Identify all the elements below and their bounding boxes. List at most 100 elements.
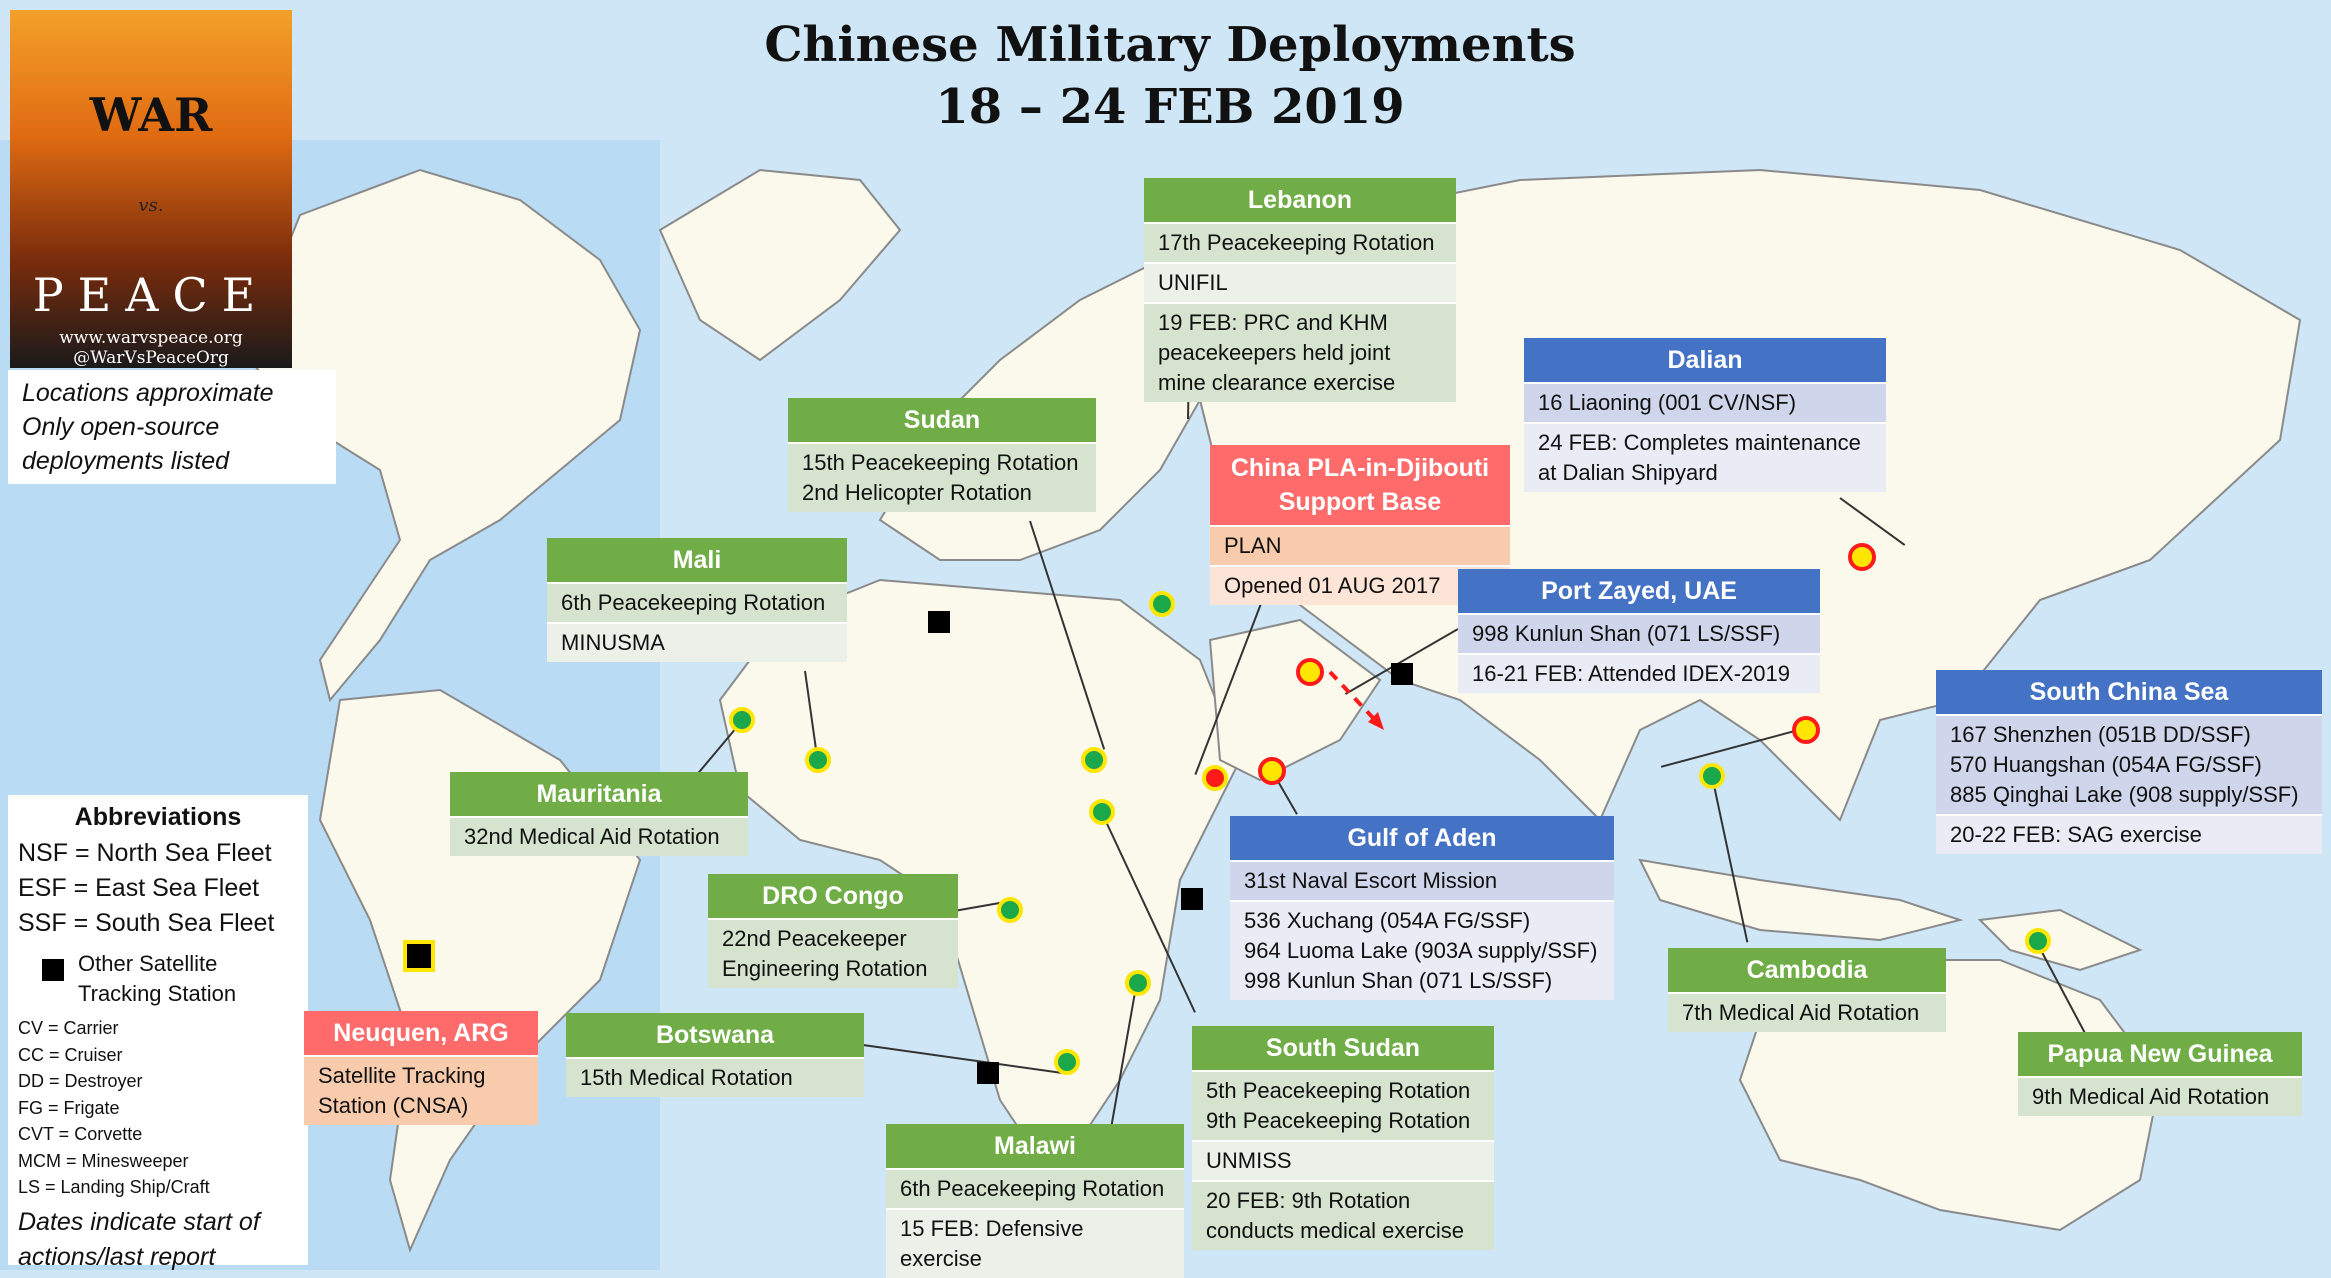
callout-dro-congo[interactable]: DRO Congo 22nd Peacekeeper Engineering R… [708,874,958,988]
callout-row-text: UNIFIL [1158,270,1228,295]
title-line-1: Chinese Military Deployments [764,17,1576,73]
callout-title: Dalian [1524,338,1886,382]
callout-row-text: 15 FEB: Defensive exercise [900,1216,1084,1271]
note-line: Only open-source [22,413,220,441]
callout-row-text: 998 Kunlun Shan (071 LS/SSF) [1472,621,1781,646]
callout-row-text: 31st Naval Escort Mission [1244,868,1498,893]
callout-row: PLAN [1210,525,1510,565]
abbr-dates-note: Dates indicate start of actions/last rep… [18,1207,260,1271]
callout-row-text: Opened 01 AUG 2017 [1224,573,1441,598]
logo-peace: PEACE [32,268,270,322]
callout-row: 7th Medical Aid Rotation [1668,992,1946,1032]
abbr-fleet: SSF = South Sea Fleet [18,909,275,937]
callout-row-text: Satellite Tracking Station (CNSA) [318,1063,486,1118]
note-line: deployments listed [22,447,230,475]
callout-row: 17th Peacekeeping Rotation [1144,222,1456,262]
callout-row-text: 15th Peacekeeping Rotation 2nd Helicopte… [802,450,1079,505]
callout-malawi[interactable]: Malawi 6th Peacekeeping Rotation 15 FEB:… [886,1124,1184,1278]
page-title: Chinese Military Deployments 18 – 24 FEB… [760,14,1580,138]
callout-lebanon[interactable]: Lebanon 17th Peacekeeping Rotation UNIFI… [1144,178,1456,402]
abbr-ship-type: LS = Landing Ship/Craft [18,1177,210,1197]
callout-title: Lebanon [1144,178,1456,222]
callout-row-text: 536 Xuchang (054A FG/SSF) 964 Luoma Lake… [1244,908,1598,993]
callout-row: UNMISS [1192,1140,1494,1180]
callout-row-text: MINUSMA [561,630,665,655]
callout-title: Papua New Guinea [2018,1032,2302,1076]
logo-site: www.warvspeace.org @WarVsPeaceOrg [10,328,292,368]
title-line-2: 18 – 24 FEB 2019 [935,79,1405,135]
callout-title: Port Zayed, UAE [1458,569,1820,613]
satellite-square-icon [42,959,64,981]
callout-row: 536 Xuchang (054A FG/SSF) 964 Luoma Lake… [1230,900,1614,1000]
callout-gulf-of-aden[interactable]: Gulf of Aden 31st Naval Escort Mission 5… [1230,816,1614,1000]
callout-papua-new-guinea[interactable]: Papua New Guinea 9th Medical Aid Rotatio… [2018,1032,2302,1116]
callout-row: UNIFIL [1144,262,1456,302]
callout-south-sudan[interactable]: South Sudan 5th Peacekeeping Rotation 9t… [1192,1026,1494,1250]
callout-row: 20 FEB: 9th Rotation conducts medical ex… [1192,1180,1494,1250]
callout-row-text: 9th Medical Aid Rotation [2032,1084,2270,1109]
logo-handle: @WarVsPeaceOrg [73,348,229,368]
callout-row-text: 17th Peacekeeping Rotation [1158,230,1435,255]
abbr-ship-type: MCM = Minesweeper [18,1150,189,1171]
callout-title: Mali [547,538,847,582]
callout-row-text: 24 FEB: Completes maintenance at Dalian … [1538,430,1861,485]
callout-title: South Sudan [1192,1026,1494,1070]
callout-row: 15th Peacekeeping Rotation 2nd Helicopte… [788,442,1096,512]
legend-satellite-station: Other Satellite Tracking Station [28,949,298,1009]
logo-war: WAR [89,88,213,142]
callout-row-text: 20-22 FEB: SAG exercise [1950,822,2202,847]
callout-row: Satellite Tracking Station (CNSA) [304,1055,538,1125]
callout-row: 16 Liaoning (001 CV/NSF) [1524,382,1886,422]
indonesia-land [1638,858,1964,942]
abbreviations-legend: Abbreviations NSF = North Sea Fleet ESF … [8,795,308,1271]
callout-row-text: 6th Peacekeeping Rotation [900,1176,1165,1201]
callout-row: 19 FEB: PRC and KHM peacekeepers held jo… [1144,302,1456,402]
logo-website: www.warvspeace.org [59,328,243,348]
callout-neuquen[interactable]: Neuquen, ARG Satellite Tracking Station … [304,1011,538,1125]
abbreviations-heading: Abbreviations [74,803,242,831]
callout-south-china-sea[interactable]: South China Sea 167 Shenzhen (051B DD/SS… [1936,670,2322,854]
callout-row-text: 15th Medical Rotation [580,1065,793,1090]
callout-title: Botswana [566,1013,864,1057]
callout-row: 5th Peacekeeping Rotation 9th Peacekeepi… [1192,1070,1494,1140]
abbr-ship-type: CC = Cruiser [18,1044,123,1065]
callout-row: 16-21 FEB: Attended IDEX-2019 [1458,653,1820,693]
callout-title: Gulf of Aden [1230,816,1614,860]
africa-land [718,578,1242,1162]
callout-mali[interactable]: Mali 6th Peacekeeping Rotation MINUSMA [547,538,847,662]
callout-title: South China Sea [1936,670,2322,714]
callout-row: 22nd Peacekeeper Engineering Rotation [708,918,958,988]
callout-row: 9th Medical Aid Rotation [2018,1076,2302,1116]
callout-row: 167 Shenzhen (051B DD/SSF) 570 Huangshan… [1936,714,2322,814]
arabia-land [1208,618,1382,782]
callout-botswana[interactable]: Botswana 15th Medical Rotation [566,1013,864,1097]
callout-title: Malawi [886,1124,1184,1168]
abbr-fleet: ESF = East Sea Fleet [18,874,260,902]
callout-row-text: 6th Peacekeeping Rotation [561,590,826,615]
callout-row-text: 22nd Peacekeeper Engineering Rotation [722,926,928,981]
callout-row-text: 32nd Medical Aid Rotation [464,824,720,849]
callout-row-text: 16 Liaoning (001 CV/NSF) [1538,390,1797,415]
callout-row: 6th Peacekeeping Rotation [547,582,847,622]
callout-mauritania[interactable]: Mauritania 32nd Medical Aid Rotation [450,772,748,856]
callout-title: Cambodia [1668,948,1946,992]
abbr-ship-type: CV = Carrier [18,1018,119,1038]
callout-row-text: 19 FEB: PRC and KHM peacekeepers held jo… [1158,310,1396,395]
callout-sudan[interactable]: Sudan 15th Peacekeeping Rotation 2nd Hel… [788,398,1096,512]
callout-row: 15th Medical Rotation [566,1057,864,1097]
callout-cambodia[interactable]: Cambodia 7th Medical Aid Rotation [1668,948,1946,1032]
abbr-fleet: NSF = North Sea Fleet [18,839,272,867]
callout-dalian[interactable]: Dalian 16 Liaoning (001 CV/NSF) 24 FEB: … [1524,338,1886,492]
new-guinea-land [1977,908,2143,972]
abbr-ship-type: DD = Destroyer [18,1071,143,1091]
callout-row-text: 167 Shenzhen (051B DD/SSF) 570 Huangshan… [1950,722,2299,807]
callout-row-text: UNMISS [1206,1148,1292,1173]
callout-row: 20-22 FEB: SAG exercise [1936,814,2322,854]
disclaimer-note: Locations approximate Only open-source d… [8,370,336,484]
legend-satellite-label: Other Satellite Tracking Station [78,951,237,1006]
callout-title: Neuquen, ARG [304,1011,538,1055]
abbr-ship-type: CVT = Corvette [18,1124,143,1144]
callout-port-zayed[interactable]: Port Zayed, UAE 998 Kunlun Shan (071 LS/… [1458,569,1820,693]
callout-row: 24 FEB: Completes maintenance at Dalian … [1524,422,1886,492]
callout-title: DRO Congo [708,874,958,918]
